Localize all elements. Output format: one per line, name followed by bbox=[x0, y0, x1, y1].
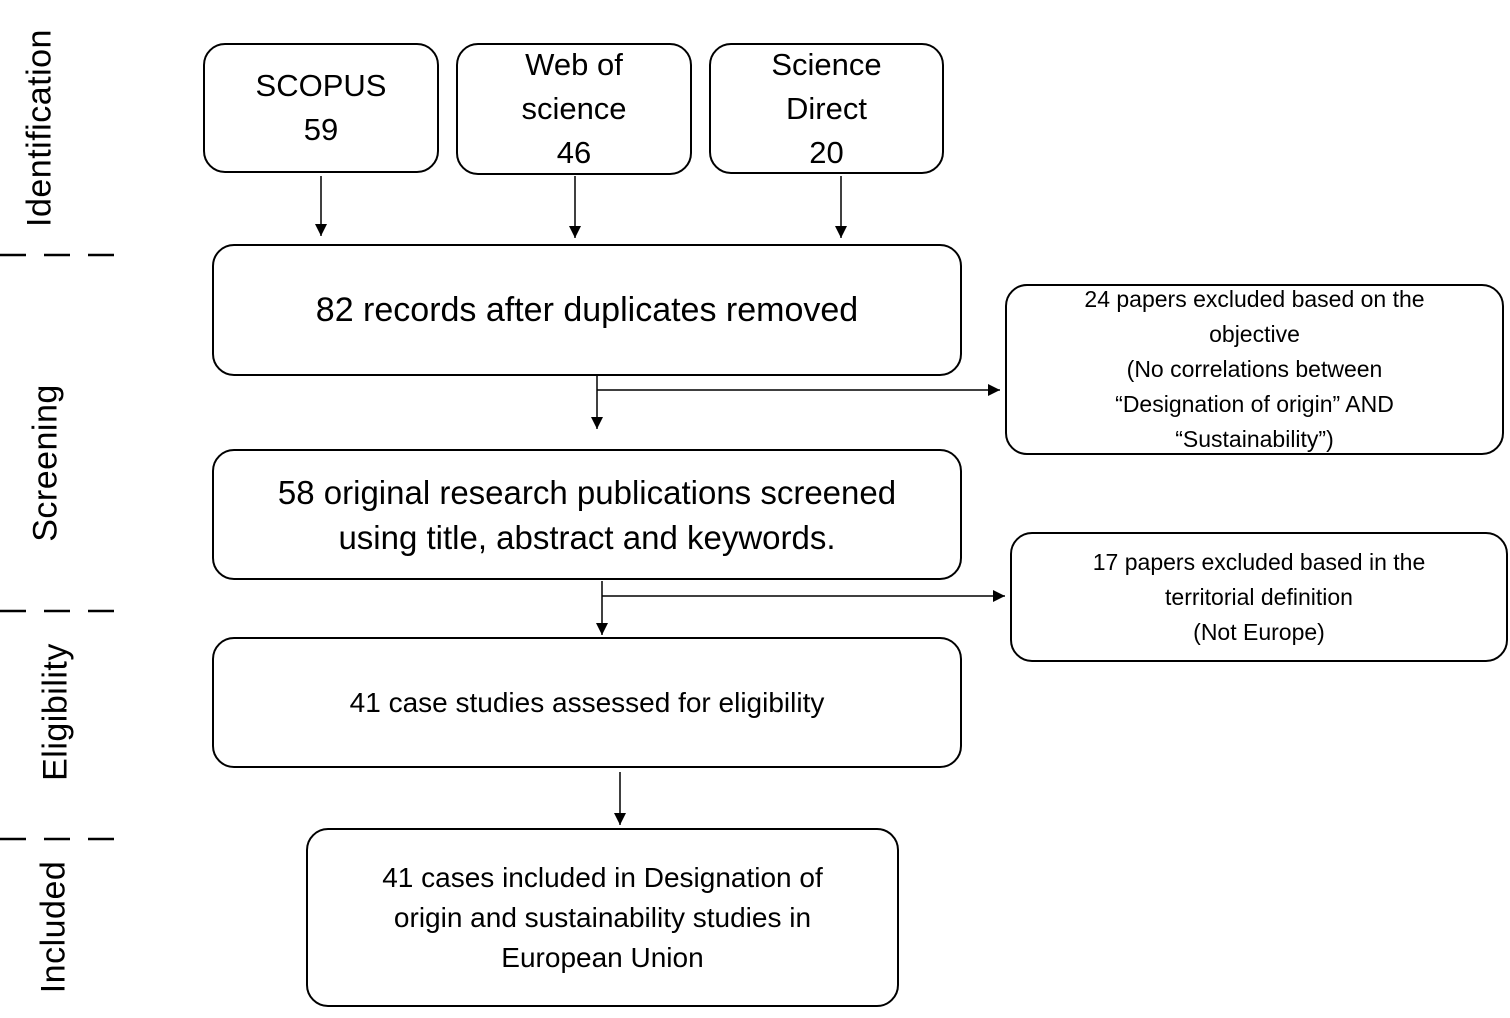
exclusion-objective-text: 24 papers excluded based on the objectiv… bbox=[1084, 286, 1425, 452]
step-included-text: 41 cases included in Designation of orig… bbox=[382, 861, 823, 973]
phase-label-screening-text: Screening bbox=[26, 384, 65, 542]
source-scopus-text: SCOPUS 59 bbox=[255, 68, 387, 147]
source-web-of-science-text: Web of science 46 bbox=[521, 47, 627, 170]
step-screened-text: 58 original research publications screen… bbox=[277, 473, 897, 556]
step-eligibility-text: 41 case studies assessed for eligibility bbox=[349, 686, 825, 718]
source-box-scopus: SCOPUS 59 bbox=[203, 43, 439, 173]
source-box-web-of-science: Web of science 46 bbox=[456, 43, 692, 175]
source-science-direct-text: Science Direct 20 bbox=[771, 46, 882, 170]
step-box-eligibility: 41 case studies assessed for eligibility bbox=[212, 637, 962, 768]
phase-label-included-text: Included bbox=[34, 860, 73, 994]
step-box-included: 41 cases included in Designation of orig… bbox=[306, 828, 899, 1007]
exclusion-box-objective: 24 papers excluded based on the objectiv… bbox=[1005, 284, 1504, 455]
phase-label-identification-text: Identification bbox=[20, 29, 59, 227]
source-box-science-direct: Science Direct 20 bbox=[709, 43, 944, 174]
step-box-screened: 58 original research publications screen… bbox=[212, 449, 962, 580]
exclusion-box-territorial: 17 papers excluded based in the territor… bbox=[1010, 532, 1508, 662]
phase-label-eligibility-text: Eligibility bbox=[36, 643, 75, 781]
exclusion-territorial-text: 17 papers excluded based in the territor… bbox=[1092, 548, 1426, 645]
step-box-after-duplicates: 82 records after duplicates removed bbox=[212, 244, 962, 376]
step-after-duplicates-text: 82 records after duplicates removed bbox=[315, 291, 859, 329]
